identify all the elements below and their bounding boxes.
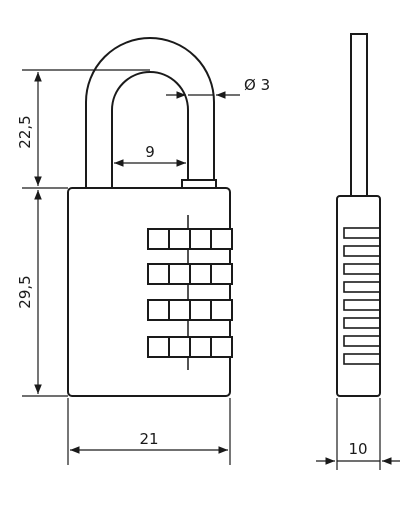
label-body-height: 29,5 [16,275,34,308]
dim-body-depth [316,398,400,470]
dim-body-width [67,398,231,465]
side-body [336,195,381,397]
label-shackle-diameter: Ø 3 [244,76,270,94]
side-dial-segments [343,227,381,365]
label-body-depth: 10 [348,440,367,458]
lock-body [67,187,231,397]
label-shackle-inner-width: 9 [145,143,155,161]
shackle-inner [111,71,189,188]
side-view [336,33,381,397]
dial-3 [147,299,233,321]
dim-shackle-height [22,69,150,189]
label-shackle-height: 22,5 [16,115,34,148]
shackle-collar [181,179,217,189]
label-body-width: 21 [139,430,158,448]
dial-4 [147,336,233,358]
side-shackle [350,33,368,199]
dim-body-height [22,190,68,397]
front-view [67,37,233,397]
shackle-outer [85,37,215,188]
dial-1 [147,228,233,250]
dial-2 [147,263,233,285]
